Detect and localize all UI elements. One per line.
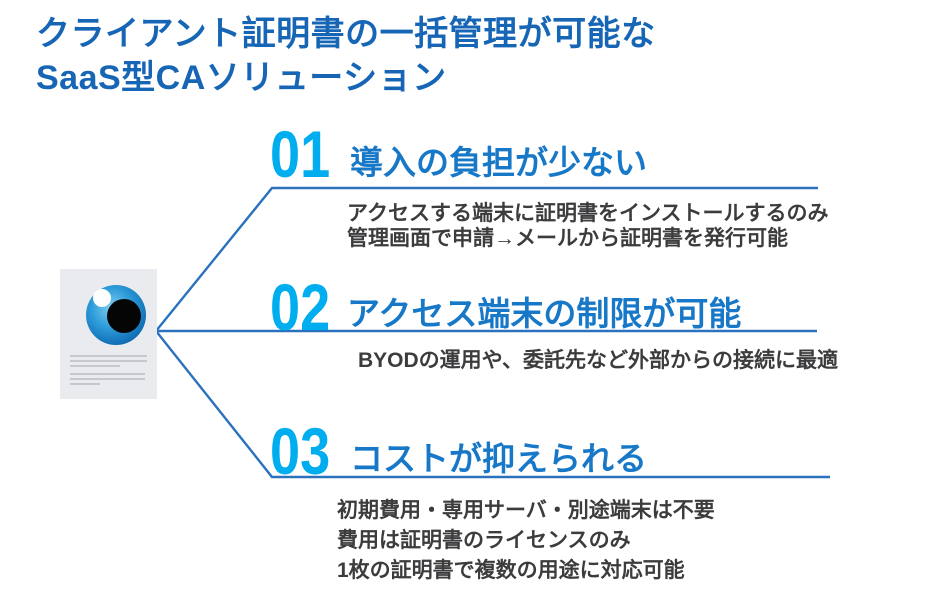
section-03-detail-line: 費用は証明書のライセンスのみ — [337, 529, 631, 552]
eye-icon — [86, 285, 146, 345]
eye-pupil — [107, 299, 141, 333]
section-01-number: 01 — [270, 117, 331, 191]
document-text-line — [70, 373, 145, 375]
eye-highlight — [93, 289, 111, 307]
section-03-number: 03 — [270, 414, 331, 488]
section-03-details: 初期費用・専用サーバ・別途端末は不要 費用は証明書のライセンスのみ 1枚の証明書… — [337, 496, 715, 586]
section-03-detail-line: 1枚の証明書で複数の用途に対応可能 — [337, 559, 685, 582]
document-text-line — [70, 355, 147, 357]
document-text-line — [70, 365, 120, 367]
document-text-line — [70, 378, 145, 380]
page-title-line-2: SaaS型CAソリューション — [36, 59, 447, 97]
section-03-detail-line: 初期費用・専用サーバ・別途端末は不要 — [337, 499, 715, 522]
document-text-line — [70, 360, 147, 362]
section-02-detail-line: BYODの運用や、委託先など外部からの接続に最適 — [358, 349, 839, 372]
page-title: クライアント証明書の一括管理が可能な SaaS型CAソリューション — [36, 12, 656, 100]
document-text-line — [70, 383, 100, 385]
connector-line-03 — [155, 330, 830, 479]
page-title-line-1: クライアント証明書の一括管理が可能な — [36, 15, 656, 53]
section-02-number: 02 — [270, 270, 331, 344]
section-01-details: アクセスする端末に証明書をインストールするのみ 管理画面で申請→メールから証明書… — [347, 201, 829, 251]
section-02-details: BYODの運用や、委託先など外部からの接続に最適 — [358, 348, 838, 373]
section-01-detail-line: 管理画面で申請→メールから証明書を発行可能 — [347, 227, 788, 250]
connector-line-01 — [155, 186, 818, 332]
section-01-detail-line: アクセスする端末に証明書をインストールするのみ — [347, 202, 829, 225]
document-eye-icon — [60, 269, 157, 399]
section-03-heading: コストが抑えられる — [350, 440, 647, 477]
section-02-heading: アクセス端末の制限が可能 — [347, 295, 742, 332]
section-01-heading: 導入の負担が少ない — [350, 144, 647, 181]
